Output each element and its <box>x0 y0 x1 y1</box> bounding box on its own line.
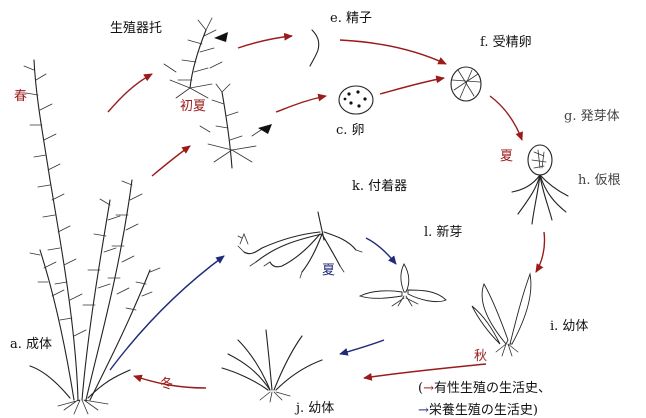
season-autumn: 秋 <box>474 349 487 364</box>
legend-sexual-text: 有性生殖の生活史、 <box>434 380 551 396</box>
svg-text:→栄養生殖の生活史): →栄養生殖の生活史) <box>418 402 538 418</box>
arrow-fertilized-to-germling <box>490 96 522 140</box>
egg-illustration <box>339 86 373 114</box>
svg-text:(→有性生殖の生活史、: (→有性生殖の生活史、 <box>418 380 551 396</box>
arrow-sperm-to-fertilized <box>340 40 446 64</box>
new-bud-illustration <box>360 264 446 306</box>
season-summer-sexual: 夏 <box>500 149 513 164</box>
season-early-summer: 初夏 <box>180 99 206 114</box>
vegetative-cycle-arrows <box>110 238 396 370</box>
legend-vegetative-arrow: → <box>418 403 429 418</box>
label-sperm: e. 精子 <box>330 11 372 26</box>
label-egg: c. 卵 <box>336 123 365 138</box>
holdfast-illustration <box>238 212 362 278</box>
label-adult: a. 成体 <box>10 337 52 352</box>
season-winter: 冬 <box>160 376 173 392</box>
arrow-juvenile-i-to-j <box>364 364 486 378</box>
adult-plant-illustration <box>24 60 160 414</box>
arrow-new-bud-to-juvenile-j <box>340 340 384 354</box>
label-holdfast: k. 付着器 <box>352 178 407 194</box>
legend-vegetative-text: 栄養生殖の生活史) <box>429 402 538 418</box>
label-juvenile-i: i. 幼体 <box>550 319 588 334</box>
label-new-bud: l. 新芽 <box>424 224 462 240</box>
label-juvenile-j: j. 幼体 <box>294 401 334 416</box>
arrow-holdfast-to-new-bud <box>366 238 396 264</box>
arrow-adult-to-receptacle-lower <box>152 146 190 176</box>
arrow-adult-to-holdfast <box>110 256 224 370</box>
juvenile-j-illustration <box>222 330 322 402</box>
legend-sexual-arrow: → <box>423 381 434 396</box>
fertilized-egg-illustration <box>451 67 481 101</box>
arrow-receptacle-to-sperm <box>238 36 292 48</box>
receptacle-illustration-top <box>164 18 228 98</box>
arrow-egg-to-fertilized <box>380 78 444 94</box>
receptacle-illustration-lower <box>200 84 272 168</box>
legend: (→有性生殖の生活史、 →栄養生殖の生活史) <box>418 380 551 418</box>
label-receptacle: 生殖器托 <box>110 20 162 36</box>
germling-illustration <box>512 145 568 224</box>
sperm-illustration <box>310 30 319 66</box>
juvenile-i-illustration <box>472 274 531 356</box>
label-rhizoid: h. 仮根 <box>578 173 621 188</box>
arrow-receptacle-to-egg <box>276 96 326 112</box>
season-summer-vegetative: 夏 <box>322 263 335 278</box>
label-fertilized-egg: f. 受精卵 <box>480 35 532 50</box>
season-spring: 春 <box>14 89 27 104</box>
arrow-adult-to-receptacle-top <box>108 74 152 112</box>
arrow-germling-to-juvenile-i <box>536 232 545 272</box>
label-germling: g. 発芽体 <box>564 109 620 124</box>
